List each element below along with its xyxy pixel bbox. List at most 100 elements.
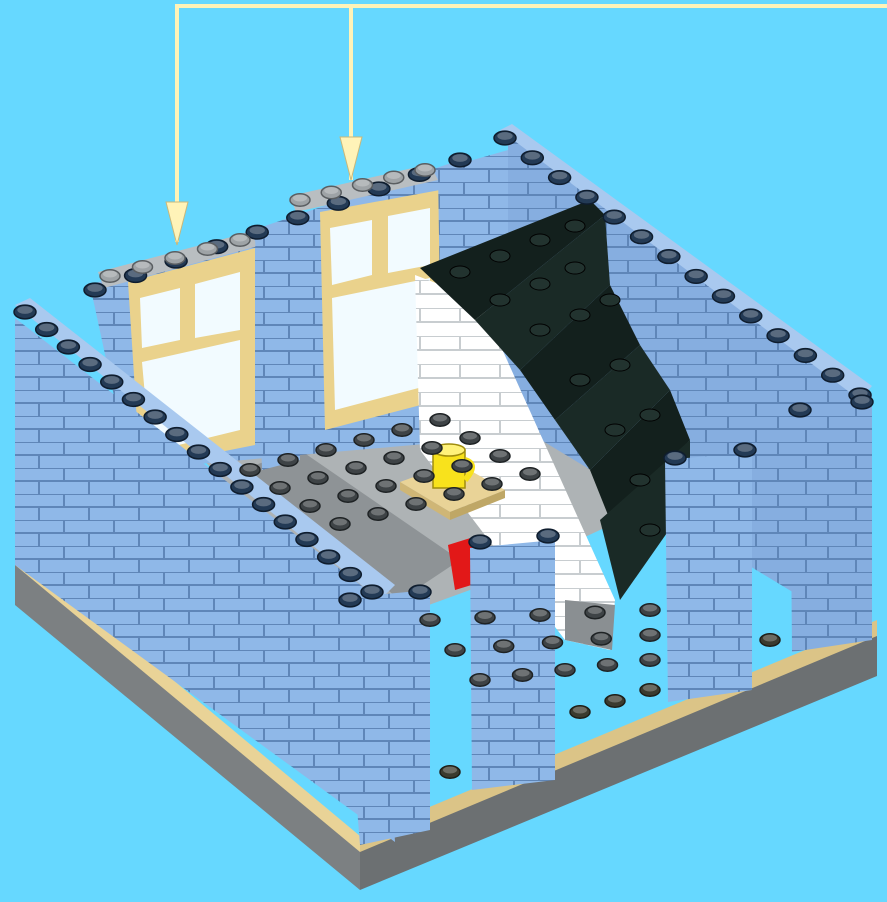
stud-icon <box>452 460 472 472</box>
stud-icon <box>570 374 590 386</box>
arrow-down-icon <box>166 202 188 245</box>
stud-icon <box>318 550 340 564</box>
stud-icon <box>230 234 250 246</box>
stud-icon <box>346 462 366 474</box>
stud-icon <box>530 324 550 336</box>
stud-icon <box>530 609 550 621</box>
stud-icon <box>287 211 309 225</box>
stud-icon <box>14 305 36 319</box>
stud-icon <box>430 414 450 426</box>
stud-icon <box>240 464 260 476</box>
stud-icon <box>36 323 58 337</box>
stud-icon <box>270 482 290 494</box>
stud-icon <box>712 289 734 303</box>
stud-icon <box>79 358 101 372</box>
stud-icon <box>490 450 510 462</box>
stud-icon <box>330 518 350 530</box>
stud-icon <box>361 585 383 599</box>
stud-icon <box>209 463 231 477</box>
stud-icon <box>84 283 106 297</box>
stud-icon <box>445 644 465 656</box>
stud-icon <box>165 252 185 264</box>
stud-icon <box>414 470 434 482</box>
stud-icon <box>530 234 550 246</box>
stud-icon <box>470 674 490 686</box>
stud-icon <box>664 451 686 465</box>
stud-icon <box>354 434 374 446</box>
stud-icon <box>339 593 361 607</box>
stud-icon <box>640 684 660 696</box>
stud-icon <box>444 488 464 500</box>
stud-icon <box>420 614 440 626</box>
stud-icon <box>133 261 153 273</box>
stud-icon <box>565 220 585 232</box>
stud-icon <box>565 262 585 274</box>
stud-icon <box>278 454 298 466</box>
stud-icon <box>549 171 571 185</box>
stud-icon <box>101 375 123 389</box>
stud-icon <box>338 490 358 502</box>
stud-icon <box>475 611 495 623</box>
stud-icon <box>122 393 144 407</box>
stud-icon <box>482 478 502 490</box>
stud-icon <box>513 669 533 681</box>
stud-icon <box>469 535 491 549</box>
stud-icon <box>296 533 318 547</box>
stud-icon <box>585 606 605 618</box>
stud-icon <box>640 409 660 421</box>
stud-icon <box>685 270 707 284</box>
stud-icon <box>353 179 373 191</box>
stud-icon <box>449 153 471 167</box>
stud-icon <box>520 468 540 480</box>
stud-icon <box>851 395 873 409</box>
stud-icon <box>600 294 620 306</box>
stud-icon <box>760 634 780 646</box>
stud-icon <box>658 250 680 264</box>
stud-icon <box>640 629 660 641</box>
stud-icon <box>591 633 611 645</box>
stud-icon <box>521 151 543 165</box>
stud-icon <box>530 278 550 290</box>
stud-icon <box>415 164 435 176</box>
stud-icon <box>603 210 625 224</box>
stud-icon <box>253 498 275 512</box>
stud-icon <box>321 186 341 198</box>
stud-icon <box>409 585 431 599</box>
stud-icon <box>490 294 510 306</box>
stud-icon <box>316 444 336 456</box>
stud-icon <box>494 640 514 652</box>
stud-icon <box>767 329 789 343</box>
stud-icon <box>406 498 426 510</box>
stud-icon <box>376 480 396 492</box>
arrow-down-icon <box>340 137 362 180</box>
stud-icon <box>640 524 660 536</box>
stud-icon <box>231 480 253 494</box>
stud-icon <box>605 424 625 436</box>
stud-icon <box>188 445 210 459</box>
stud-icon <box>598 659 618 671</box>
stud-icon <box>308 472 328 484</box>
stud-icon <box>734 443 756 457</box>
stud-icon <box>422 442 442 454</box>
stud-icon <box>537 529 559 543</box>
stud-icon <box>494 131 516 145</box>
stud-icon <box>144 410 166 424</box>
stud-icon <box>339 568 361 582</box>
stud-icon <box>166 428 188 442</box>
stud-icon <box>610 359 630 371</box>
stud-icon <box>640 654 660 666</box>
stud-icon <box>789 403 811 417</box>
stud-icon <box>543 636 563 648</box>
stud-icon <box>640 604 660 616</box>
stud-icon <box>822 368 844 382</box>
stud-icon <box>570 309 590 321</box>
stud-icon <box>384 452 404 464</box>
stud-icon <box>631 230 653 244</box>
stud-icon <box>274 515 296 529</box>
stud-icon <box>576 190 598 204</box>
stud-icon <box>440 766 460 778</box>
stud-icon <box>290 194 310 206</box>
stud-icon <box>794 349 816 363</box>
